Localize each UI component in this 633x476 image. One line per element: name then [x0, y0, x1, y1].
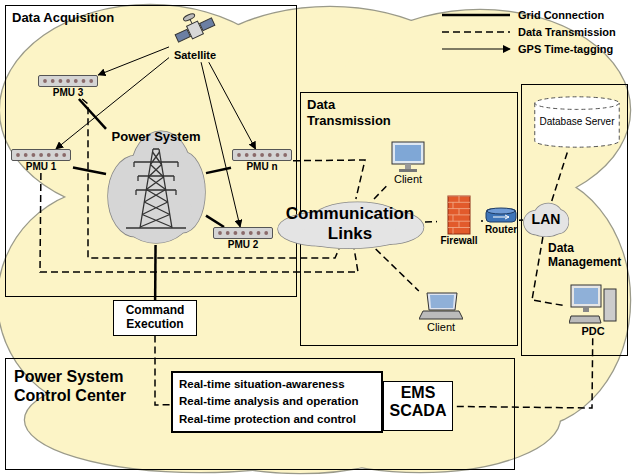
data-link: [374, 186, 386, 199]
grid-connection: [206, 168, 231, 173]
laptop-device: Client: [414, 291, 468, 334]
grid-connection: [154, 245, 157, 300]
gps-arrow: [98, 47, 169, 75]
sat-device: Satellite: [169, 11, 221, 62]
pc-device: PDC: [566, 283, 620, 338]
node-label: Power System: [112, 129, 201, 144]
region-heading: Data Transmission: [307, 97, 407, 128]
node-label: PMU 1: [9, 161, 73, 173]
pc-symbol: [569, 283, 617, 325]
network-cloud: LAN: [523, 201, 569, 237]
grid-connection: [79, 99, 106, 129]
data-link: [481, 220, 483, 222]
node-label: Client: [414, 321, 468, 334]
pmu-symbol: [213, 227, 273, 239]
grid-connection: [73, 167, 106, 174]
sat-symbol: [173, 11, 217, 49]
legend-text: Data Transmission: [518, 26, 616, 38]
node-label: EMS SCADA: [388, 384, 448, 421]
node-label: Client: [386, 173, 430, 186]
legend: Grid ConnectionData TransmissionGPS Time…: [440, 6, 616, 57]
region-heading: Data Management: [548, 241, 626, 270]
process-box: Command Execution: [113, 300, 197, 336]
pmu-device: PMU n: [231, 149, 293, 173]
grid-connection: [206, 216, 224, 227]
region-box: Data Management Database ServerLAN PDC: [521, 84, 628, 356]
legend-sample: [440, 43, 512, 55]
fire-device: Firewall: [437, 195, 481, 247]
region-box: Data AcquisitionSatellitePMU 3 PMU 1 PMU n…: [5, 5, 297, 297]
node-label: Command Execution: [120, 304, 190, 332]
gps-arrow: [209, 62, 256, 149]
node-label: Real-time analysis and operation: [179, 393, 375, 410]
pmu-symbol: [232, 149, 292, 161]
legend-sample: [440, 26, 512, 38]
data-link: [425, 221, 437, 223]
process-box: EMS SCADA: [383, 381, 453, 431]
data-link: [376, 249, 419, 291]
node-label: Firewall: [437, 235, 481, 247]
legend-sample: [440, 9, 512, 21]
pmu-device: PMU 2: [211, 227, 275, 251]
legend-text: GPS Time-tagging: [518, 43, 613, 55]
node-label: PMU 3: [36, 87, 100, 99]
pmu-symbol: [11, 149, 71, 161]
node-label: PMU n: [231, 161, 293, 173]
node-label: PDC: [566, 325, 620, 338]
pmu-device: PMU 3: [36, 75, 100, 99]
legend-item: GPS Time-tagging: [440, 40, 616, 57]
network-cloud: Communication Links: [275, 199, 425, 249]
monitor-device: Client: [386, 141, 430, 186]
node-label: Database Server: [539, 116, 614, 128]
data-link: [552, 149, 569, 201]
monitor-symbol: [391, 141, 425, 173]
region-heading: Data Acquisition: [12, 10, 296, 26]
router-symbol: [485, 206, 517, 224]
region-box: Data TransmissionClientCommunication Lin…: [300, 92, 518, 346]
node-label: Communication Links: [275, 204, 425, 243]
legend-item: Grid Connection: [440, 6, 616, 23]
legend-text: Grid Connection: [518, 9, 604, 21]
region-box: Power System Control Center Real-time sit…: [5, 358, 515, 470]
node-label: Real-time protection and control: [179, 411, 375, 428]
legend-item: Data Transmission: [440, 23, 616, 40]
data-link: [155, 336, 171, 405]
node-label: Router: [483, 224, 519, 236]
pmu-device: PMU 1: [9, 149, 73, 173]
process-box: Real-time situation-awarenessReal-time a…: [171, 371, 383, 433]
region-heading: Power System Control Center: [14, 367, 154, 405]
transmission-tower: [126, 146, 186, 230]
data-link: [293, 160, 365, 199]
fire-symbol: [447, 195, 471, 235]
router-device: Router: [483, 206, 519, 236]
database-cylinder: Database Server: [533, 95, 621, 149]
power-system-cloud: Power System: [106, 123, 206, 245]
node-label: LAN: [532, 211, 561, 227]
node-label: Real-time situation-awareness: [179, 376, 375, 393]
gps-arrow: [201, 62, 240, 227]
pmu-symbol: [38, 75, 98, 87]
node-label: PMU 2: [211, 239, 275, 251]
laptop-symbol: [419, 291, 463, 321]
node-label: Satellite: [169, 49, 221, 62]
data-link: [453, 338, 593, 408]
